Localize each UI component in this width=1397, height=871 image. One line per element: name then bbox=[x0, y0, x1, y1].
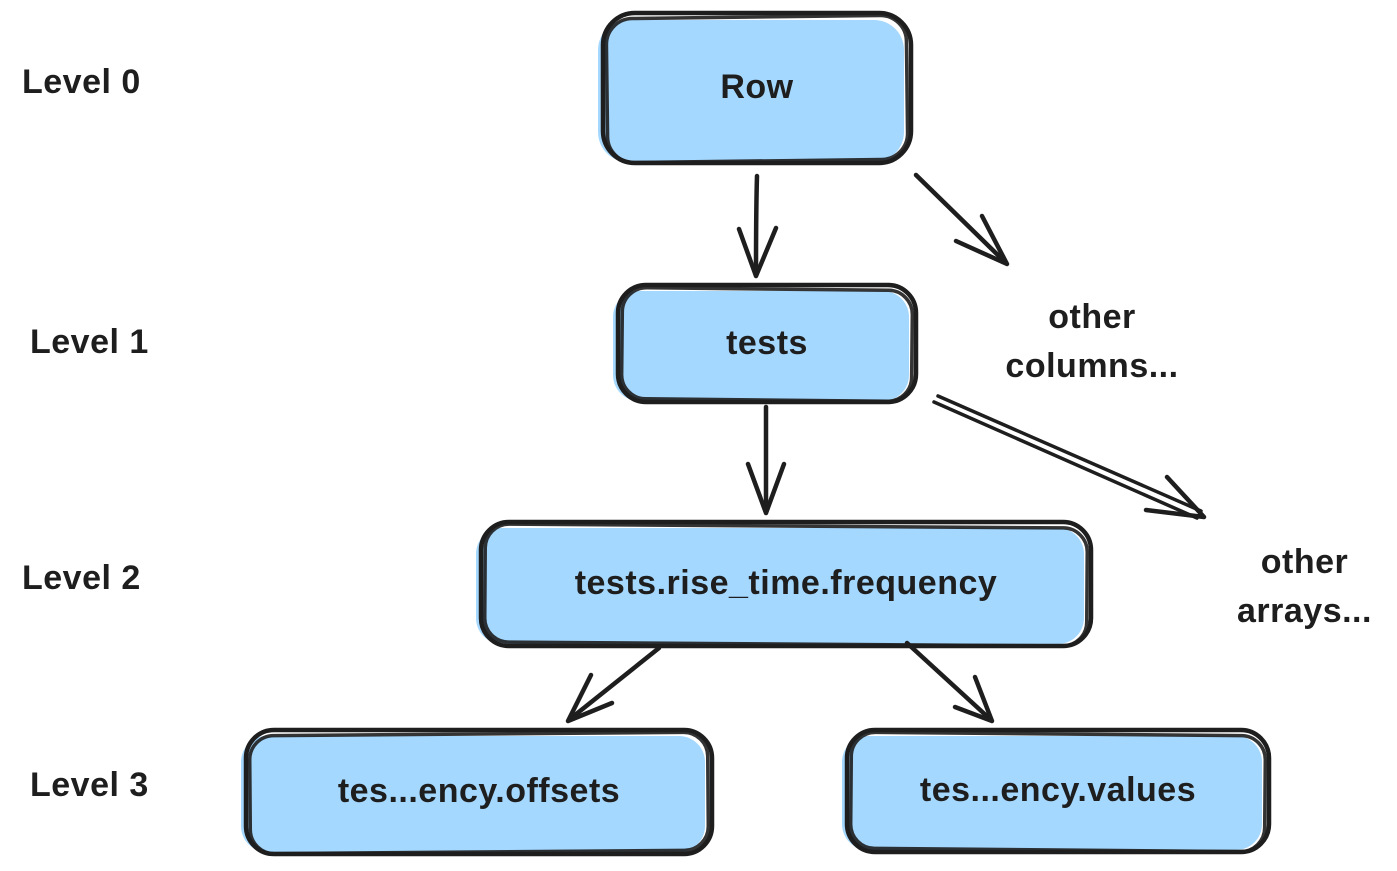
other-columns-line2: columns... bbox=[1005, 347, 1179, 386]
arrow-row-to-other-columns bbox=[913, 172, 1010, 267]
other-arrays-line2: arrays... bbox=[1237, 592, 1372, 631]
level-0-label: Level 0 bbox=[22, 63, 141, 101]
node-values-label: tes...ency.values bbox=[919, 771, 1197, 810]
node-values-shape bbox=[842, 727, 1272, 855]
other-columns-annotation: other columns... bbox=[992, 293, 1192, 392]
other-arrays-line1: other bbox=[1260, 543, 1349, 581]
node-frequency-label: tests.rise_time.frequency bbox=[574, 564, 998, 603]
node-row-label: Row bbox=[720, 68, 794, 107]
node-tests-shape bbox=[613, 282, 919, 405]
level-2-label: Level 2 bbox=[22, 559, 141, 597]
arrow-frequency-to-offsets bbox=[565, 645, 662, 724]
node-row-shape bbox=[598, 10, 914, 166]
node-tests-label: tests bbox=[726, 323, 808, 362]
other-arrays-annotation: other arrays... bbox=[1212, 538, 1397, 637]
arrow-tests-to-other-arrays bbox=[932, 394, 1207, 520]
node-offsets-label: tes...ency.offsets bbox=[337, 772, 621, 811]
arrow-row-to-tests bbox=[736, 173, 779, 279]
node-offsets-shape bbox=[241, 727, 715, 857]
arrow-frequency-to-values bbox=[904, 640, 995, 724]
arrow-tests-to-frequency bbox=[745, 404, 787, 516]
other-columns-line1: other bbox=[1048, 298, 1136, 336]
node-frequency-shape bbox=[476, 519, 1094, 649]
level-3-label: Level 3 bbox=[30, 766, 149, 804]
level-1-label: Level 1 bbox=[30, 323, 149, 361]
